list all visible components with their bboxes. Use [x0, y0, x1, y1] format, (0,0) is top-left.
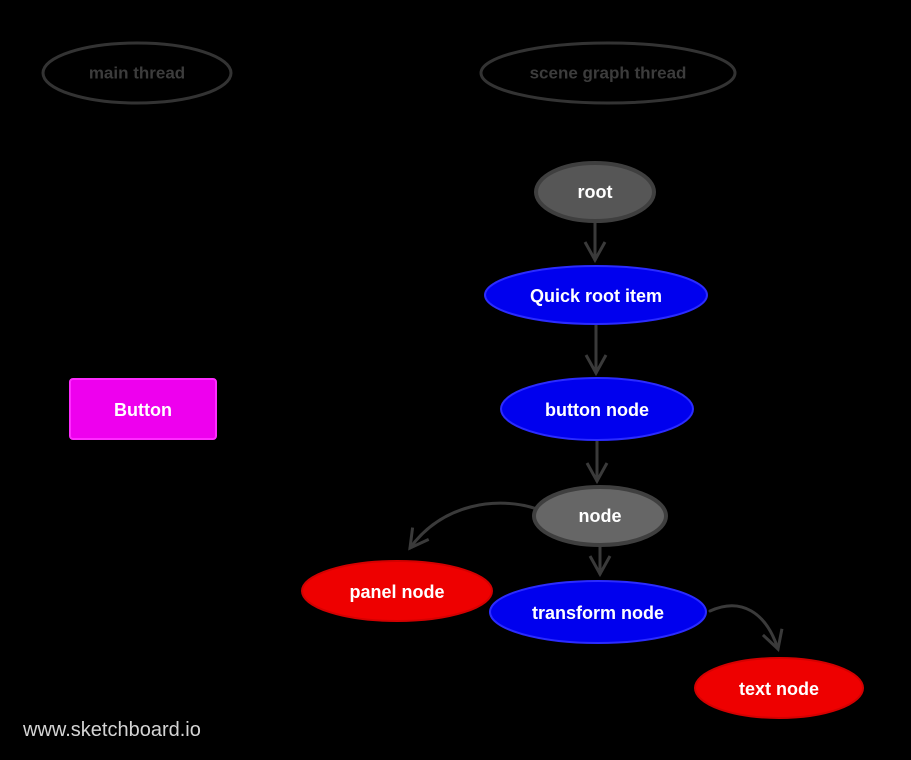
main-thread-lane-ellipse[interactable] [41, 41, 233, 105]
scene-graph-thread-lane-ellipse[interactable] [479, 41, 737, 105]
node-button-node[interactable] [500, 377, 694, 441]
node-node[interactable] [532, 485, 668, 547]
scene-graph-thread-lane-label: scene graph thread [530, 64, 687, 83]
button-shape[interactable] [69, 378, 217, 440]
node-button-node-label: button node [545, 400, 649, 420]
edge-node-to-panel-node[interactable] [408, 501, 539, 551]
node-text-node-label: text node [739, 679, 819, 699]
node-panel-node-label: panel node [349, 582, 444, 602]
node-node-label: node [579, 506, 622, 526]
node-root-label: root [578, 182, 613, 202]
node-transform-node-label: transform node [532, 603, 664, 623]
node-text-node[interactable] [694, 657, 864, 719]
node-panel-node[interactable] [301, 560, 493, 622]
edge-transform-node-to-text-node[interactable] [708, 604, 784, 652]
main-thread-lane-label: main thread [89, 64, 185, 83]
watermark: www.sketchboard.io [22, 719, 201, 741]
button-shape-label: Button [114, 400, 172, 420]
node-quick-root-item-label: Quick root item [530, 286, 662, 306]
node-root[interactable] [534, 161, 656, 223]
node-quick-root-item[interactable] [484, 265, 708, 325]
node-transform-node[interactable] [489, 580, 707, 644]
